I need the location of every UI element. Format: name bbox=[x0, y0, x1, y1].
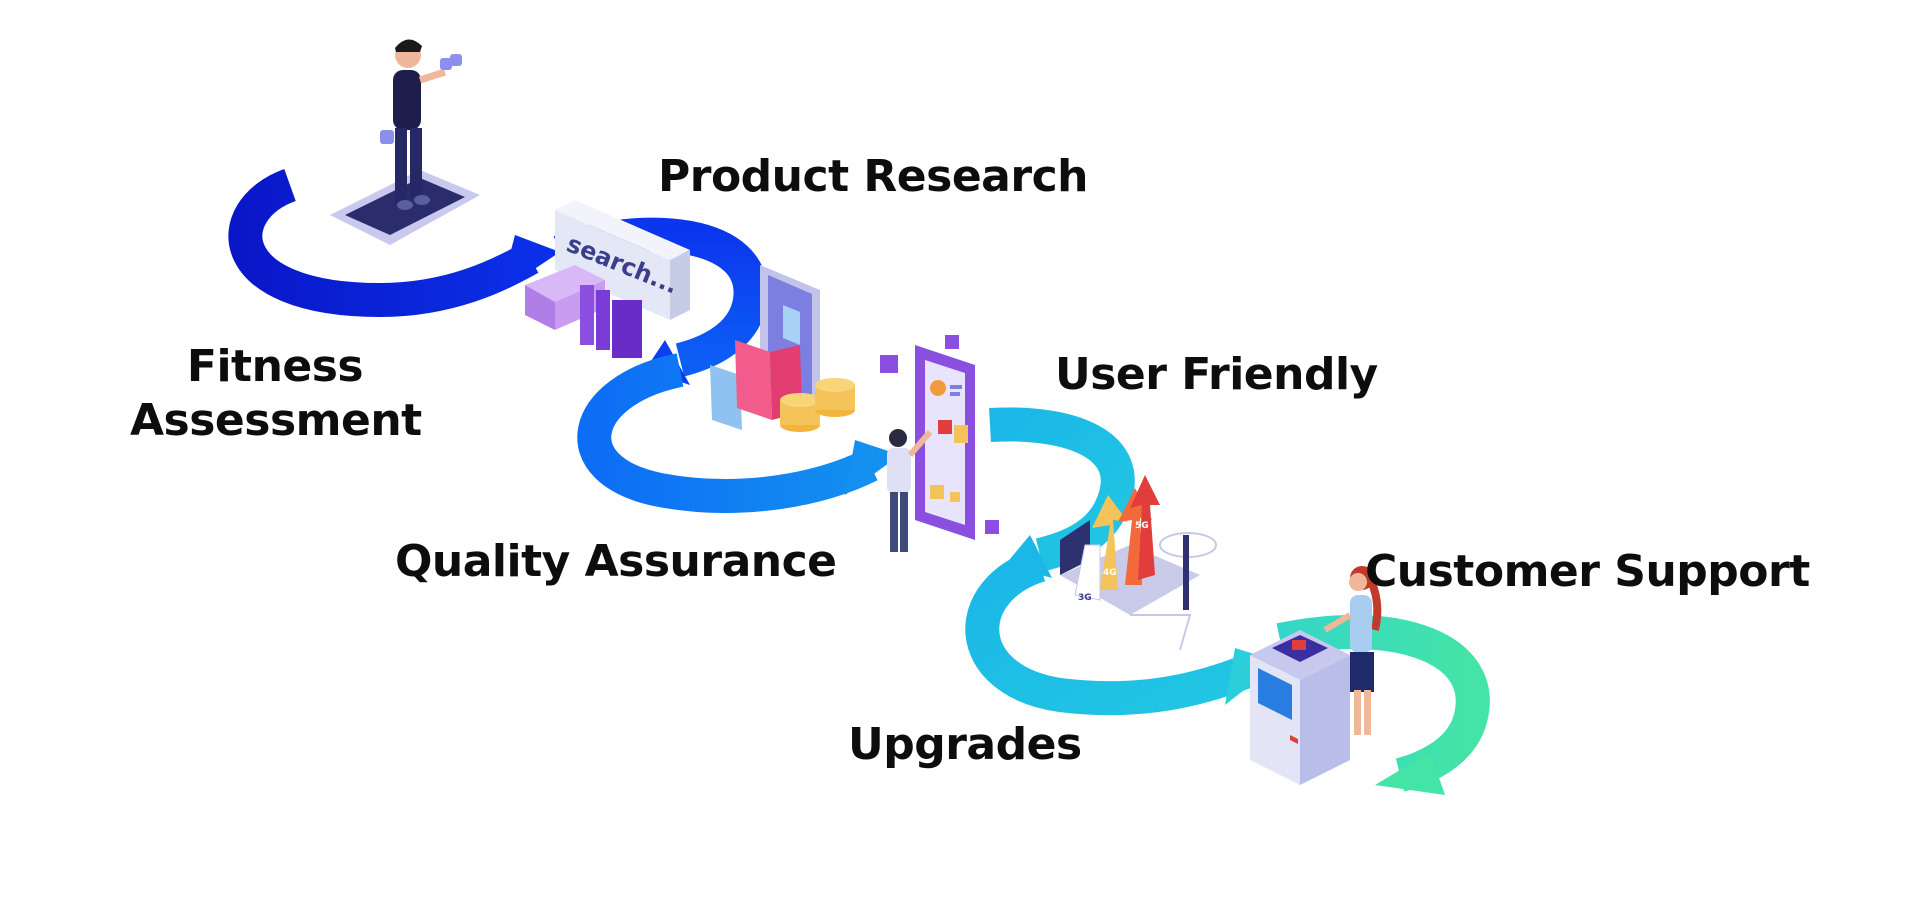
flow-segment-quality bbox=[577, 353, 900, 513]
person-on-phone-with-dumbbells-icon bbox=[330, 39, 480, 245]
step-fitness-line2: Assessment bbox=[130, 394, 422, 446]
step-research-label: Product Research bbox=[658, 151, 1088, 202]
search-box-with-books-icon: search... bbox=[525, 200, 690, 358]
network-4g-label: 4G bbox=[1103, 568, 1117, 578]
step-fitness-label: Fitness Assessment bbox=[130, 340, 422, 447]
person-touching-mobile-app-icon bbox=[880, 335, 999, 552]
flow-segment-fitness bbox=[228, 168, 560, 318]
step-friendly-label: User Friendly bbox=[1055, 349, 1378, 400]
network-3g-label: 3G bbox=[1078, 593, 1092, 603]
step-fitness-line1: Fitness bbox=[186, 341, 364, 392]
shopping-bags-on-phone-with-coins-icon bbox=[710, 265, 855, 432]
step-upgrades-label: Upgrades bbox=[848, 719, 1082, 770]
arrow-head-6 bbox=[1375, 752, 1445, 795]
woman-at-server-terminal-icon bbox=[1250, 566, 1382, 785]
network-5g-label: 5G bbox=[1135, 521, 1149, 531]
step-support-label: Customer Support bbox=[1365, 546, 1810, 597]
arrow-head-3 bbox=[845, 440, 900, 495]
step-quality-label: Quality Assurance bbox=[395, 536, 837, 587]
arrow-head-1 bbox=[500, 235, 560, 292]
laptop-with-3g-4g-5g-arrows-icon: 3G 4G 5G bbox=[1060, 475, 1217, 651]
